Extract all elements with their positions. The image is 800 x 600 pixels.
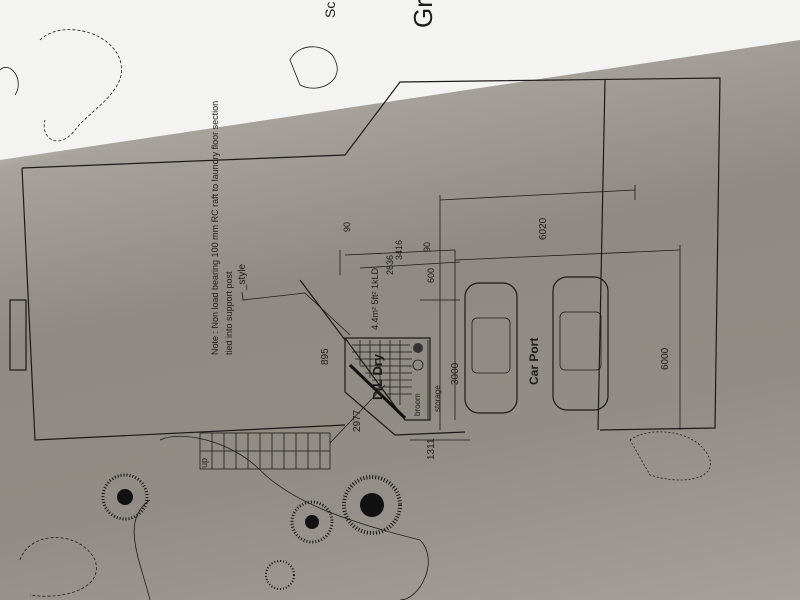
dim-6020: 6020 xyxy=(538,217,549,240)
sheet-header-area xyxy=(0,0,800,160)
style-label: _style xyxy=(237,263,248,291)
note-line-2: tied into support post xyxy=(224,271,234,355)
dimension-labels: 90 2636 3416 90 600 6020 6000 3000 2977 … xyxy=(320,217,671,460)
dim-1311: 1311 xyxy=(426,438,437,460)
dim-600: 600 xyxy=(426,268,436,283)
stairs-up-label: up xyxy=(199,458,209,468)
laundry-label: D/L Dry xyxy=(370,353,385,400)
car-port: Car Port xyxy=(464,276,609,414)
dim-3416: 3416 xyxy=(394,240,404,260)
dim-90-top: 90 xyxy=(342,222,352,232)
building-outline xyxy=(9,77,721,441)
storage-label: storage xyxy=(433,385,442,412)
car-2 xyxy=(552,276,609,411)
dim-6000: 6000 xyxy=(660,347,671,370)
sheet-subtitle: Sc xyxy=(322,2,338,18)
handwritten-area-note: 4.4m² 5ft² 1kLD xyxy=(370,267,380,330)
carport-label: Car Port xyxy=(527,338,541,385)
dim-3000: 3000 xyxy=(450,362,461,385)
dim-2977: 2977 xyxy=(352,409,363,432)
sheet-title: Gro xyxy=(408,0,438,28)
landscape-sketches xyxy=(0,29,711,600)
car-1 xyxy=(464,282,518,414)
note-line-1: Note : Non load bearing 100 mm RC raft t… xyxy=(210,101,220,355)
dim-895: 895 xyxy=(320,348,331,365)
dim-90-bottom: 90 xyxy=(422,242,432,252)
stairs: up xyxy=(199,432,331,470)
laundry-room: D/L Dry broom storage 4.4m² 5ft² 1kLD xyxy=(343,267,442,421)
dim-2636: 2636 xyxy=(385,255,395,275)
dimension-lines xyxy=(329,185,681,444)
construction-note: Note : Non load bearing 100 mm RC raft t… xyxy=(210,101,351,355)
broom-label: broom xyxy=(413,393,422,416)
